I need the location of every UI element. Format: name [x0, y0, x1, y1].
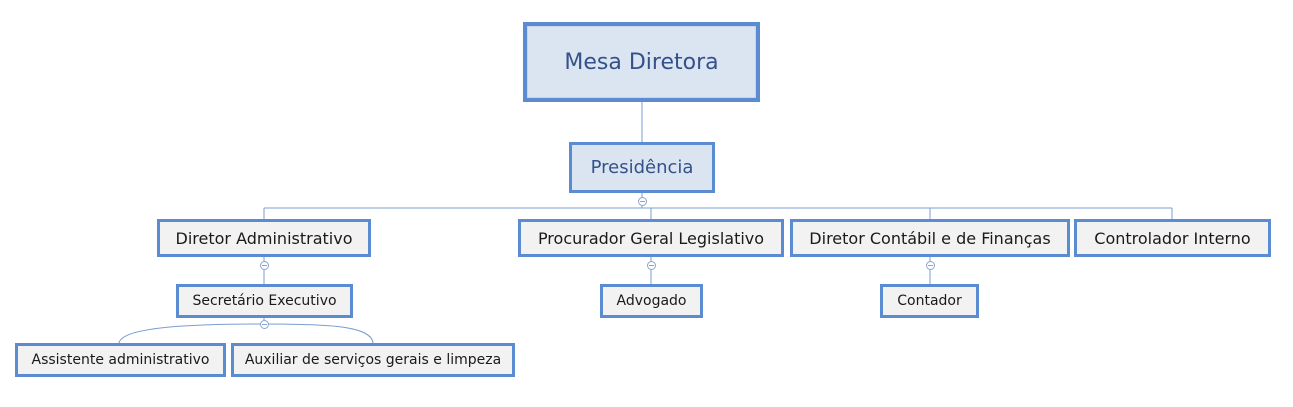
- collapse-minus-icon[interactable]: [926, 261, 935, 270]
- node-label: Diretor Administrativo: [175, 228, 353, 248]
- node-advogado[interactable]: Advogado: [600, 284, 703, 318]
- node-procurador-geral-legislativo[interactable]: Procurador Geral Legislativo: [518, 219, 784, 257]
- node-presidencia[interactable]: Presidência: [569, 142, 715, 193]
- node-diretor-administrativo[interactable]: Diretor Administrativo: [157, 219, 371, 257]
- collapse-minus-icon[interactable]: [260, 261, 269, 270]
- node-contador[interactable]: Contador: [880, 284, 979, 318]
- node-assistente-administrativo[interactable]: Assistente administrativo: [15, 343, 226, 377]
- node-auxiliar-servicos-gerais[interactable]: Auxiliar de serviços gerais e limpeza: [231, 343, 515, 377]
- node-secretario-executivo[interactable]: Secretário Executivo: [176, 284, 353, 318]
- collapse-minus-icon[interactable]: [260, 320, 269, 329]
- node-label: Presidência: [590, 157, 694, 178]
- node-label: Secretário Executivo: [192, 293, 337, 309]
- collapse-minus-icon[interactable]: [647, 261, 656, 270]
- node-label: Diretor Contábil e de Finanças: [809, 228, 1051, 248]
- node-mesa-diretora[interactable]: Mesa Diretora: [523, 22, 760, 102]
- collapse-minus-icon[interactable]: [638, 197, 647, 206]
- node-label: Assistente administrativo: [31, 352, 210, 368]
- node-label: Advogado: [616, 293, 687, 309]
- node-controlador-interno[interactable]: Controlador Interno: [1074, 219, 1271, 257]
- node-diretor-contabil-financas[interactable]: Diretor Contábil e de Finanças: [790, 219, 1070, 257]
- node-label: Auxiliar de serviços gerais e limpeza: [244, 352, 502, 368]
- node-label: Mesa Diretora: [564, 49, 719, 75]
- node-label: Controlador Interno: [1094, 228, 1251, 248]
- node-label: Contador: [897, 293, 962, 309]
- node-label: Procurador Geral Legislativo: [537, 228, 765, 248]
